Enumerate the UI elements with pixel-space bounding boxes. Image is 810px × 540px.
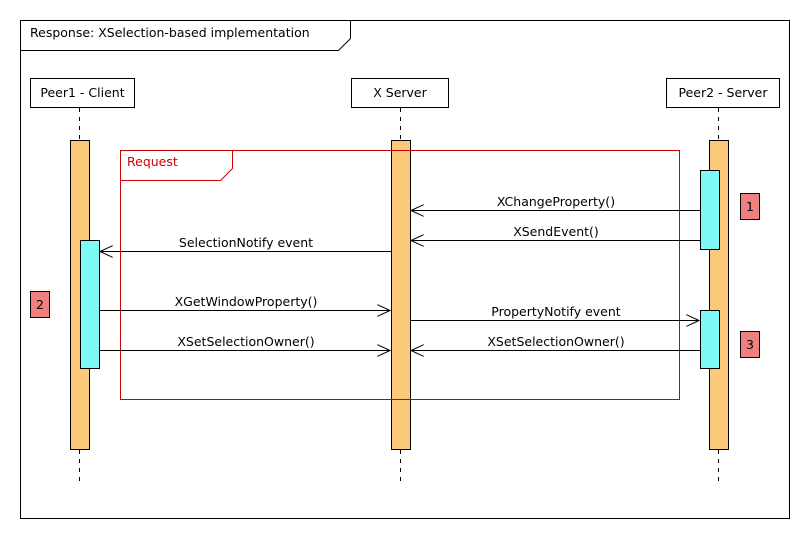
lifeline-label-client: Peer1 - Client	[40, 85, 124, 100]
lifeline-head-client: Peer1 - Client	[30, 78, 135, 108]
message-selectionnotify: SelectionNotify event	[100, 235, 391, 252]
message-label: XSendEvent()	[513, 224, 599, 239]
lifeline-head-xserver: X Server	[351, 78, 449, 108]
message-xsetselectionowner-server: XSetSelectionOwner()	[411, 334, 700, 351]
message-xgetwindowproperty: XGetWindowProperty()	[100, 294, 390, 311]
request-fragment	[120, 150, 680, 400]
request-fragment-label: Request	[127, 154, 178, 169]
activation-xserver	[391, 140, 411, 450]
message-label: PropertyNotify event	[491, 304, 621, 319]
message-label: XChangeProperty()	[497, 194, 615, 209]
frame-title-tab	[20, 20, 351, 51]
message-label: XGetWindowProperty()	[175, 294, 318, 309]
message-propertynotify: PropertyNotify event	[411, 304, 699, 321]
message-label: SelectionNotify event	[179, 235, 313, 250]
diagram-frame	[20, 20, 790, 519]
request-fragment-tab	[120, 150, 233, 181]
step-marker-1: 1	[740, 193, 760, 220]
step-marker-label: 2	[36, 297, 44, 312]
message-label: XSetSelectionOwner()	[487, 334, 624, 349]
step-marker-3: 3	[740, 331, 760, 358]
step-marker-label: 3	[746, 337, 754, 352]
step-marker-label: 1	[746, 199, 754, 214]
lifeline-label-xserver: X Server	[373, 85, 427, 100]
frame-title: Response: XSelection-based implementatio…	[30, 25, 310, 40]
message-label: XSetSelectionOwner()	[177, 334, 314, 349]
message-xchangeproperty: XChangeProperty()	[411, 194, 700, 211]
nested-activation-server-1	[700, 170, 720, 250]
step-marker-2: 2	[30, 291, 50, 318]
nested-activation-client	[80, 240, 100, 369]
message-xsendevent: XSendEvent()	[411, 224, 700, 241]
lifeline-head-server: Peer2 - Server	[666, 78, 780, 108]
message-xsetselectionowner-client: XSetSelectionOwner()	[100, 334, 390, 351]
nested-activation-server-2	[700, 310, 720, 369]
lifeline-label-server: Peer2 - Server	[678, 85, 768, 100]
